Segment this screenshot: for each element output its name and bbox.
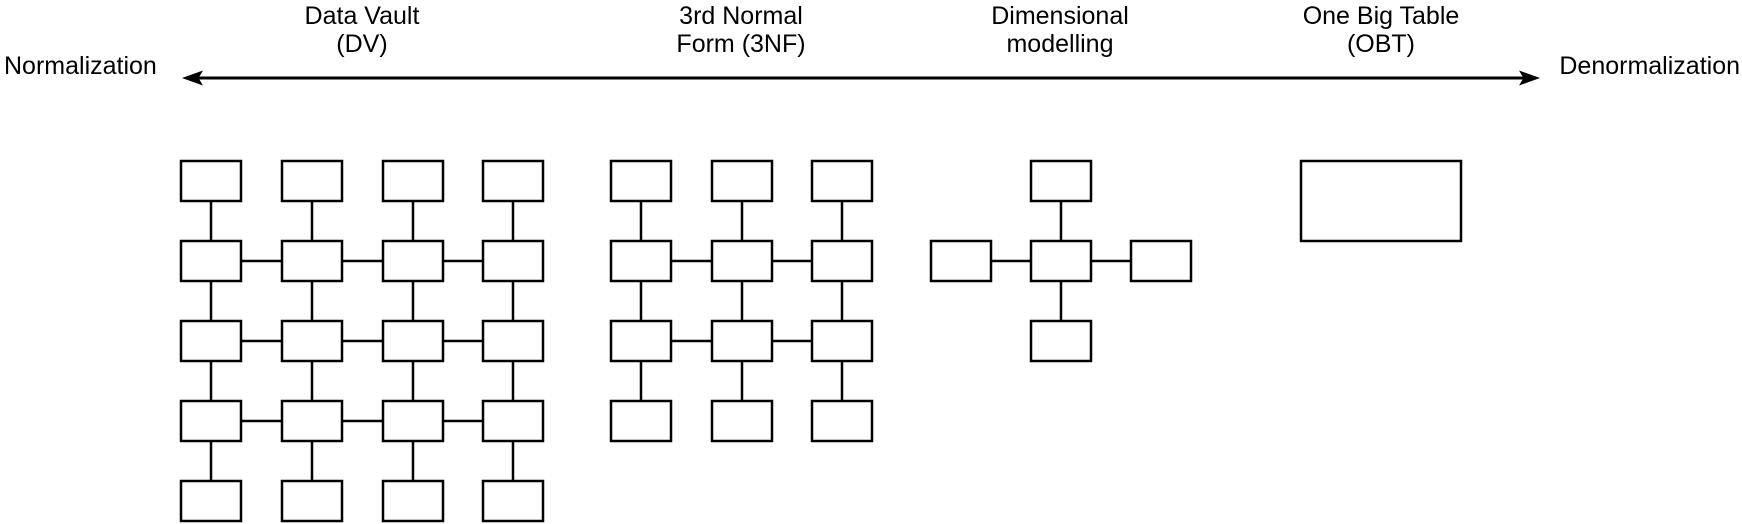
approach-label-line2: (DV) <box>336 30 388 58</box>
table-box <box>810 159 874 203</box>
table-box <box>1029 239 1093 283</box>
table-box <box>481 159 545 203</box>
table-box <box>481 479 545 523</box>
table-box <box>381 319 445 363</box>
table-box <box>280 399 344 443</box>
table-box <box>481 399 545 443</box>
diagram-data-vault <box>179 159 545 523</box>
approach-label-data-vault: Data Vault (DV) <box>305 2 420 58</box>
table-box <box>179 239 243 283</box>
spectrum-arrow <box>182 70 1540 86</box>
table-box <box>710 319 774 363</box>
table-box <box>810 239 874 283</box>
table-box <box>481 319 545 363</box>
table-box <box>179 319 243 363</box>
approach-label-line1: 3rd Normal <box>679 2 803 30</box>
diagram-dimensional-star <box>929 159 1193 363</box>
denormalization-label: Denormalization <box>1559 52 1740 80</box>
table-box <box>179 479 243 523</box>
arrowhead-right-icon <box>1519 70 1540 86</box>
table-box <box>179 399 243 443</box>
table-box <box>1129 239 1193 283</box>
diagram-third-normal-form <box>609 159 874 443</box>
approach-label-line2: Form (3NF) <box>676 30 806 58</box>
normalization-label: Normalization <box>4 52 157 80</box>
table-box <box>710 239 774 283</box>
table-box <box>179 159 243 203</box>
table-box <box>609 399 673 443</box>
approach-label-line1: Dimensional <box>991 2 1129 30</box>
table-box <box>609 319 673 363</box>
table-box <box>1029 319 1093 363</box>
approach-label-line2: (OBT) <box>1346 30 1416 58</box>
table-box <box>280 479 344 523</box>
approach-label-line1: Data Vault <box>304 2 420 30</box>
table-box <box>280 239 344 283</box>
table-box <box>609 239 673 283</box>
approach-label-3nf: 3rd Normal Form (3NF) <box>676 2 805 58</box>
table-box <box>381 159 445 203</box>
diagram-one-big-table <box>1299 159 1463 243</box>
table-box <box>381 399 445 443</box>
table-box <box>609 159 673 203</box>
approach-label-dimensional: Dimensional modelling <box>991 2 1129 58</box>
table-box <box>381 479 445 523</box>
table-box <box>1029 159 1093 203</box>
approach-label-line2: modelling <box>1006 30 1114 58</box>
table-box <box>710 159 774 203</box>
table-box <box>810 319 874 363</box>
arrowhead-left-icon <box>182 70 203 86</box>
approach-label-line1: One Big Table <box>1302 2 1460 30</box>
table-box <box>810 399 874 443</box>
table-box <box>381 239 445 283</box>
table-box <box>280 159 344 203</box>
table-box <box>280 319 344 363</box>
table-box <box>481 239 545 283</box>
approach-label-obt: One Big Table (OBT) <box>1303 2 1460 58</box>
table-box <box>710 399 774 443</box>
table-box <box>929 239 993 283</box>
table-box <box>1299 159 1463 243</box>
